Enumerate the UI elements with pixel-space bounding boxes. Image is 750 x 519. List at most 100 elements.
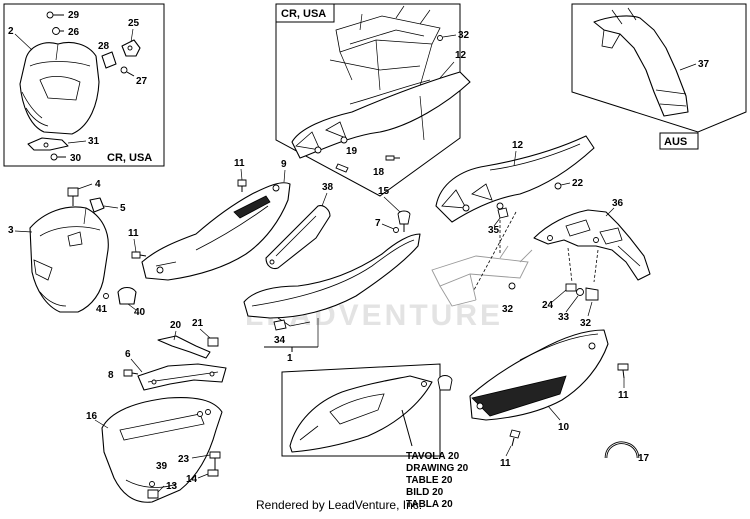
callout-38: 38: [322, 182, 334, 193]
nut-21: [207, 337, 219, 347]
screw-8: [123, 369, 139, 377]
note-line-1: TAVOLA 20: [406, 451, 460, 462]
callout-15: 15: [378, 186, 390, 197]
bushing-inset: [437, 375, 453, 391]
callout-19: 19: [346, 146, 358, 157]
headlight-bracket: [27, 137, 69, 151]
bracket-6: [137, 363, 227, 391]
screw-14: [207, 469, 219, 477]
washer-33: [576, 288, 584, 296]
rear-fender-aus: [593, 7, 689, 117]
bushing-7: [393, 227, 399, 233]
headlight-mask-cr: [19, 41, 100, 135]
callout-4: 4: [95, 179, 101, 190]
callout-13: 13: [166, 481, 178, 492]
callout-17: 17: [638, 453, 650, 464]
screw-24: [565, 283, 577, 292]
callout-32-mid: 32: [502, 304, 514, 315]
callout-31: 31: [88, 136, 100, 147]
number-plate-3: [29, 206, 109, 313]
screw-11-b: [131, 251, 147, 259]
note-block: TAVOLA 20 DRAWING 20 TABLE 20 BILD 20 TA…: [406, 451, 469, 510]
side-panel-12: [435, 135, 595, 223]
callout-25: 25: [128, 18, 140, 29]
side-panel-9: [141, 182, 291, 281]
callout-1: 1: [287, 353, 293, 364]
callout-27: 27: [136, 76, 148, 87]
screw-18: [385, 155, 400, 161]
clip-5: [89, 197, 105, 213]
washer-41: [103, 293, 109, 299]
nut-32-low: [585, 287, 599, 301]
callout-11-top: 11: [234, 158, 245, 169]
cable-clip-17: [604, 441, 640, 459]
washer-39: [149, 481, 155, 487]
rear-fender-36: [533, 209, 651, 281]
grommet-40: [117, 286, 137, 305]
callout-39: 39: [156, 461, 168, 472]
callout-9: 9: [281, 159, 287, 170]
callout-12: 12: [512, 140, 524, 151]
subframe-variant-box: [275, 3, 461, 197]
fastener-26: [52, 27, 64, 35]
callout-37: 37: [698, 59, 710, 70]
callout-18: 18: [373, 167, 385, 178]
callout-12-top: 12: [455, 50, 467, 61]
seat-1: [243, 233, 421, 327]
callout-20: 20: [170, 320, 182, 331]
filter-cover-38: [265, 205, 331, 270]
callout-11-left: 11: [128, 228, 139, 239]
fastener-29: [46, 11, 64, 19]
callout-3: 3: [8, 225, 14, 236]
callout-16: 16: [86, 411, 98, 422]
callout-41: 41: [96, 304, 108, 315]
callout-23: 23: [178, 454, 190, 465]
footer-credit: Rendered by LeadVenture, Inc.: [256, 498, 422, 512]
callout-14: 14: [186, 474, 198, 485]
callout-36: 36: [612, 198, 624, 209]
callout-30: 30: [70, 153, 82, 164]
callout-2: 2: [8, 26, 14, 37]
callout-5: 5: [120, 203, 126, 214]
screw-35: [497, 207, 509, 219]
clip-25: [121, 39, 141, 57]
nut-32-top: [437, 35, 443, 41]
callout-21: 21: [192, 318, 204, 329]
screw-15: [397, 210, 411, 232]
side-panel-inset: [289, 375, 433, 453]
callout-8: 8: [108, 370, 114, 381]
inset-box: [281, 363, 441, 457]
subframe-frame: [329, 5, 441, 91]
callout-7: 7: [375, 218, 381, 229]
nut-22: [554, 182, 562, 190]
note-line-3: TABLE 20: [406, 475, 453, 486]
front-fender-16: [101, 396, 223, 503]
note-line-4: BILD 20: [406, 487, 444, 498]
callout-32-top: 32: [458, 30, 470, 41]
callout-24: 24: [542, 300, 554, 311]
rear-subframe-ghost: [431, 245, 533, 307]
screw-27: [120, 66, 135, 77]
callout-35: 35: [488, 225, 500, 236]
callout-26: 26: [68, 27, 80, 38]
bracket-20: [157, 335, 211, 359]
callout-28: 28: [98, 41, 110, 52]
side-panel-10: [469, 329, 609, 421]
note-line-2: DRAWING 20: [406, 463, 469, 474]
headlight-box-label: CR, USA: [107, 152, 152, 164]
aus-box-label: AUS: [664, 136, 687, 148]
callout-11-right: 11: [618, 390, 629, 401]
callout-29: 29: [68, 10, 80, 21]
screw-19: [335, 163, 349, 173]
side-panel-12-cr: [291, 71, 471, 159]
screw-11-c: [509, 429, 521, 447]
callout-32-low: 32: [580, 318, 592, 329]
callout-33: 33: [558, 312, 570, 323]
pad-34: [273, 319, 287, 331]
headlight-variant-box: [3, 3, 165, 167]
callout-22: 22: [572, 178, 584, 189]
callout-6: 6: [125, 349, 131, 360]
subframe-box-label: CR, USA: [281, 8, 326, 20]
